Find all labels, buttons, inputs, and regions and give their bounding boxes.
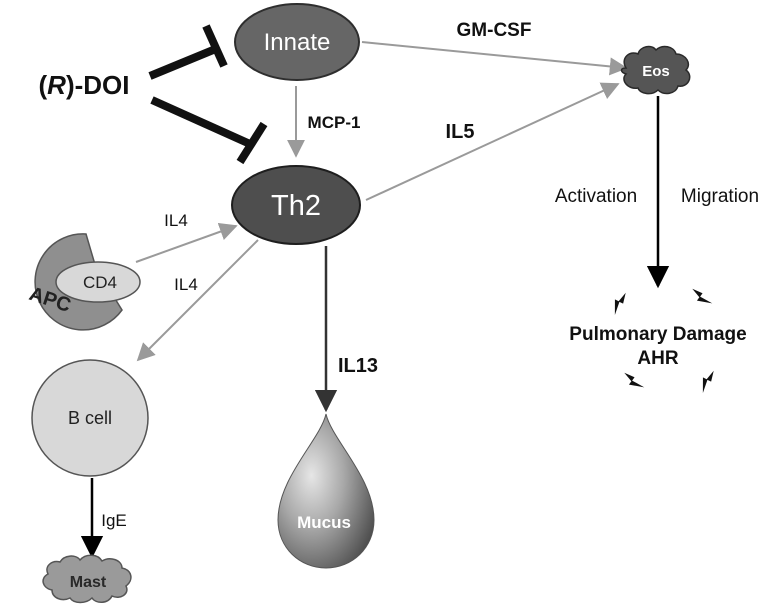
migration-label: Migration: [681, 186, 759, 207]
edge-th2-bcell: [136, 239, 259, 362]
ige-label: IgE: [101, 511, 127, 530]
node-innate: Innate: [234, 3, 360, 81]
node-th2: Th2: [231, 165, 361, 245]
mast-label: Mast: [70, 574, 107, 591]
node-cd4: CD4: [55, 261, 141, 303]
mucus-label: Mucus: [297, 513, 351, 532]
inhibit-innate: [148, 24, 228, 80]
th2-label: Th2: [271, 190, 321, 222]
il13-label: IL13: [338, 355, 378, 377]
inhibit-th2: [150, 96, 268, 165]
node-mast: Mast: [42, 554, 132, 604]
node-bcell: B cell: [31, 359, 149, 477]
il4-label-bottom: IL4: [174, 275, 198, 294]
outcome-line2: AHR: [637, 348, 678, 369]
node-eos: Eos: [620, 45, 691, 95]
bolt-icon: [624, 372, 645, 388]
eos-label: Eos: [642, 63, 670, 80]
gmcsf-label: GM-CSF: [457, 20, 532, 41]
bolt-icon: [702, 370, 714, 394]
activation-label: Activation: [555, 186, 637, 207]
edge-innate-eos: [361, 41, 628, 76]
bcell-label: B cell: [68, 408, 112, 428]
doi-label: (R)-DOI: [39, 70, 130, 100]
il5-label: IL5: [446, 121, 475, 143]
innate-label: Innate: [264, 29, 331, 56]
edge-cd4-th2: [135, 223, 238, 263]
mcp1-label: MCP-1: [308, 113, 361, 132]
node-mucus: Mucus: [277, 413, 375, 569]
il4-label-top: IL4: [164, 211, 188, 230]
cd4-label: CD4: [83, 273, 117, 292]
edge-th2-eos: [365, 82, 620, 201]
bolt-icon: [692, 288, 713, 304]
bolt-icon: [614, 292, 626, 316]
outcome-line1: Pulmonary Damage: [569, 324, 746, 345]
